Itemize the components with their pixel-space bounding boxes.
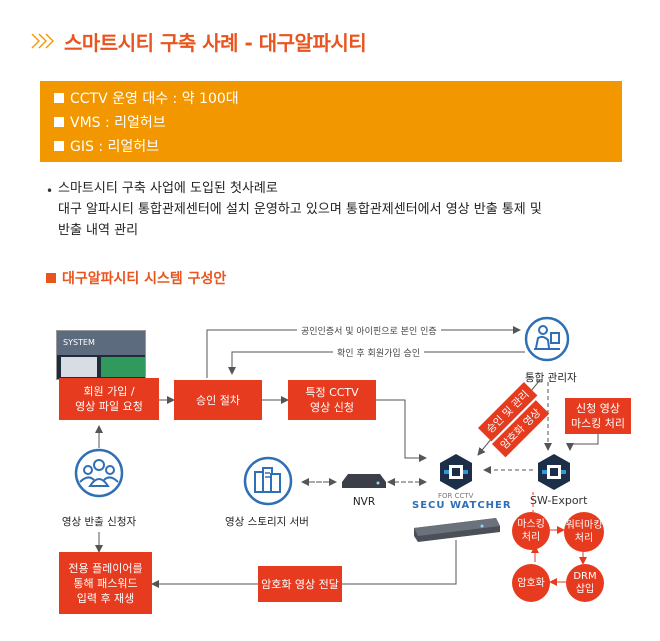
approval-box: 승인 절차 [174, 380, 262, 420]
chevron-double-icon [31, 33, 54, 49]
square-bullet-icon [54, 141, 64, 151]
secu-watcher-sub: FOR CCTV [438, 492, 474, 500]
secu-watcher-label: SECU WATCHER [412, 500, 512, 511]
section-header: 대구알파시티 시스템 구성안 [46, 268, 226, 288]
square-bullet-icon [46, 273, 56, 283]
sw-export-logo-icon [538, 454, 570, 490]
admin-icon [524, 316, 570, 362]
storage-server-icon [243, 456, 293, 506]
bullet-dot-icon: • [46, 184, 54, 198]
secu-watcher-logo-icon [440, 454, 472, 490]
drm-circle: DRM 삽입 [566, 564, 604, 602]
masking-request-box: 신청 영상 마스킹 처리 [565, 398, 631, 434]
admin-label: 통합 관리자 [525, 372, 577, 384]
square-bullet-icon [54, 93, 64, 103]
nvr-device-icon [342, 474, 386, 488]
join-request-box: 회원 가입 / 영상 파일 요청 [59, 378, 159, 420]
sw-export-label: SW-Export [530, 494, 588, 507]
info-line-vms: VMS : 리얼허브 [54, 112, 166, 132]
encrypted-delivery-box: 암호화 영상 전달 [258, 566, 342, 602]
info-box: CCTV 운영 대수 : 약 100대 VMS : 리얼허브 GIS : 리얼허… [40, 81, 622, 162]
info-line-gis: GIS : 리얼허브 [54, 136, 159, 156]
encrypt-circle: 암호화 [512, 564, 550, 602]
system-screenshot: SYSTEM [56, 330, 146, 380]
cctv-request-box: 특정 CCTV 영상 신청 [288, 380, 376, 420]
page-header: 스마트시티 구축 사례 - 대구알파시티 [30, 26, 367, 56]
masking-circle: 마스킹 처리 [512, 512, 550, 550]
page-title: 스마트시티 구축 사례 - 대구알파시티 [64, 30, 367, 55]
storage-server-label: 영상 스토리지 서버 [225, 516, 309, 528]
applicant-label: 영상 반출 신청자 [61, 516, 137, 528]
watermark-circle: 워터마킹 처리 [564, 512, 604, 552]
description: 스마트시티 구축 사업에 도입된 첫사례로 대구 알파시티 통합관제센터에 설치… [58, 181, 542, 238]
applicant-icon [74, 448, 124, 498]
square-bullet-icon [54, 117, 64, 127]
player-box: 전용 플레이어를 통해 패스워드 입력 후 재생 [59, 552, 152, 614]
edge-label-auth: 공인인증서 및 아이핀으로 본인 인증 [297, 324, 441, 337]
secu-watcher-device-icon [414, 518, 500, 542]
info-line-cctv: CCTV 운영 대수 : 약 100대 [54, 88, 239, 108]
edge-label-confirm: 확인 후 회원가입 승인 [333, 346, 425, 359]
section-title: 대구알파시티 시스템 구성안 [62, 271, 227, 287]
nvr-label: NVR [352, 496, 376, 508]
